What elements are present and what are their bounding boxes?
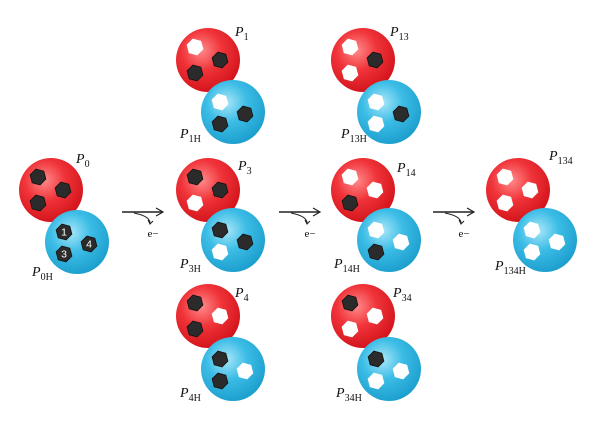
occupied-site-hexagon bbox=[366, 51, 384, 69]
occupied-site-hexagon bbox=[211, 350, 229, 368]
blue-sphere bbox=[513, 208, 577, 272]
empty-site-hexagon bbox=[392, 233, 410, 251]
empty-site-hexagon bbox=[523, 243, 541, 261]
empty-site-hexagon bbox=[367, 93, 385, 111]
states-layer: 134P0P0HP1P1HP3P3HP4P4HP13P13HP14P14HP34… bbox=[19, 25, 577, 404]
occupied-site-hexagon bbox=[54, 181, 72, 199]
state-label-h: P3H bbox=[179, 257, 201, 275]
site-number: 4 bbox=[86, 239, 92, 251]
empty-site-hexagon bbox=[366, 307, 384, 325]
state-label: P14 bbox=[396, 161, 416, 179]
state-label: P4 bbox=[234, 286, 249, 304]
empty-site-hexagon bbox=[367, 115, 385, 133]
empty-site-hexagon bbox=[341, 64, 359, 82]
empty-site-hexagon bbox=[211, 307, 229, 325]
empty-site-hexagon bbox=[236, 362, 254, 380]
electron-release-curve bbox=[444, 212, 465, 225]
electron-label: e− bbox=[147, 228, 158, 240]
occupied-site-hexagon bbox=[186, 294, 204, 312]
empty-site-hexagon bbox=[186, 194, 204, 212]
occupied-site-hexagon bbox=[186, 320, 204, 338]
state-label-h: P1H bbox=[179, 127, 201, 145]
electron-release-curve bbox=[290, 212, 311, 225]
blue-sphere bbox=[201, 80, 265, 144]
occupied-site-hexagon bbox=[367, 243, 385, 261]
occupied-site-hexagon bbox=[80, 235, 98, 253]
electron-transfer-arrow: e− bbox=[122, 207, 165, 240]
state-label-h: P13H bbox=[340, 127, 367, 145]
empty-site-hexagon bbox=[523, 221, 541, 239]
state-label-h: P14H bbox=[333, 257, 360, 275]
state-label-h: P4H bbox=[179, 386, 201, 404]
occupied-site-hexagon bbox=[186, 64, 204, 82]
occupied-site-hexagon bbox=[236, 105, 254, 123]
state-label: P134 bbox=[548, 149, 573, 167]
empty-site-hexagon bbox=[211, 93, 229, 111]
arrows-layer: e− e− e− bbox=[122, 207, 476, 240]
state-label-h: P34H bbox=[335, 386, 362, 404]
occupied-site-hexagon bbox=[55, 223, 73, 241]
state-label-h: P0H bbox=[31, 265, 53, 283]
empty-site-hexagon bbox=[341, 168, 359, 186]
arrow-head bbox=[155, 207, 165, 217]
electron-transfer-arrow: e− bbox=[279, 207, 322, 240]
occupied-site-hexagon bbox=[211, 115, 229, 133]
empty-site-hexagon bbox=[496, 194, 514, 212]
arrow-head bbox=[466, 207, 476, 217]
empty-site-hexagon bbox=[341, 320, 359, 338]
empty-site-hexagon bbox=[341, 38, 359, 56]
site-number: 1 bbox=[61, 227, 67, 239]
empty-site-hexagon bbox=[211, 243, 229, 261]
electron-release-curve bbox=[133, 212, 154, 225]
state-label: P3 bbox=[237, 159, 252, 177]
empty-site-hexagon bbox=[367, 221, 385, 239]
occupied-site-hexagon bbox=[29, 168, 47, 186]
empty-site-hexagon bbox=[366, 181, 384, 199]
electron-label: e− bbox=[304, 228, 315, 240]
blue-sphere bbox=[357, 208, 421, 272]
site-number: 3 bbox=[61, 249, 67, 261]
empty-site-hexagon bbox=[496, 168, 514, 186]
blue-sphere bbox=[201, 337, 265, 401]
occupied-site-hexagon bbox=[211, 372, 229, 390]
empty-site-hexagon bbox=[521, 181, 539, 199]
occupied-site-hexagon bbox=[392, 105, 410, 123]
state-label-h: P134H bbox=[494, 259, 526, 277]
electron-label: e− bbox=[458, 228, 469, 240]
blue-sphere bbox=[357, 337, 421, 401]
occupied-site-hexagon bbox=[341, 294, 359, 312]
empty-site-hexagon bbox=[367, 372, 385, 390]
state-label: P0 bbox=[75, 152, 90, 170]
occupied-site-hexagon bbox=[211, 51, 229, 69]
empty-site-hexagon bbox=[186, 38, 204, 56]
electron-transfer-arrow: e− bbox=[433, 207, 476, 240]
occupied-site-hexagon bbox=[186, 168, 204, 186]
state-label: P1 bbox=[234, 25, 249, 43]
occupied-site-hexagon bbox=[211, 221, 229, 239]
state-label: P34 bbox=[392, 286, 412, 304]
occupied-site-hexagon bbox=[211, 181, 229, 199]
occupied-site-hexagon bbox=[341, 194, 359, 212]
arrow-head bbox=[312, 207, 322, 217]
occupied-site-hexagon bbox=[367, 350, 385, 368]
occupied-site-hexagon bbox=[29, 194, 47, 212]
state-label: P13 bbox=[389, 25, 409, 43]
blue-sphere bbox=[201, 208, 265, 272]
occupied-site-hexagon bbox=[236, 233, 254, 251]
empty-site-hexagon bbox=[548, 233, 566, 251]
occupied-site-hexagon bbox=[55, 245, 73, 263]
empty-site-hexagon bbox=[392, 362, 410, 380]
blue-sphere bbox=[45, 210, 109, 274]
